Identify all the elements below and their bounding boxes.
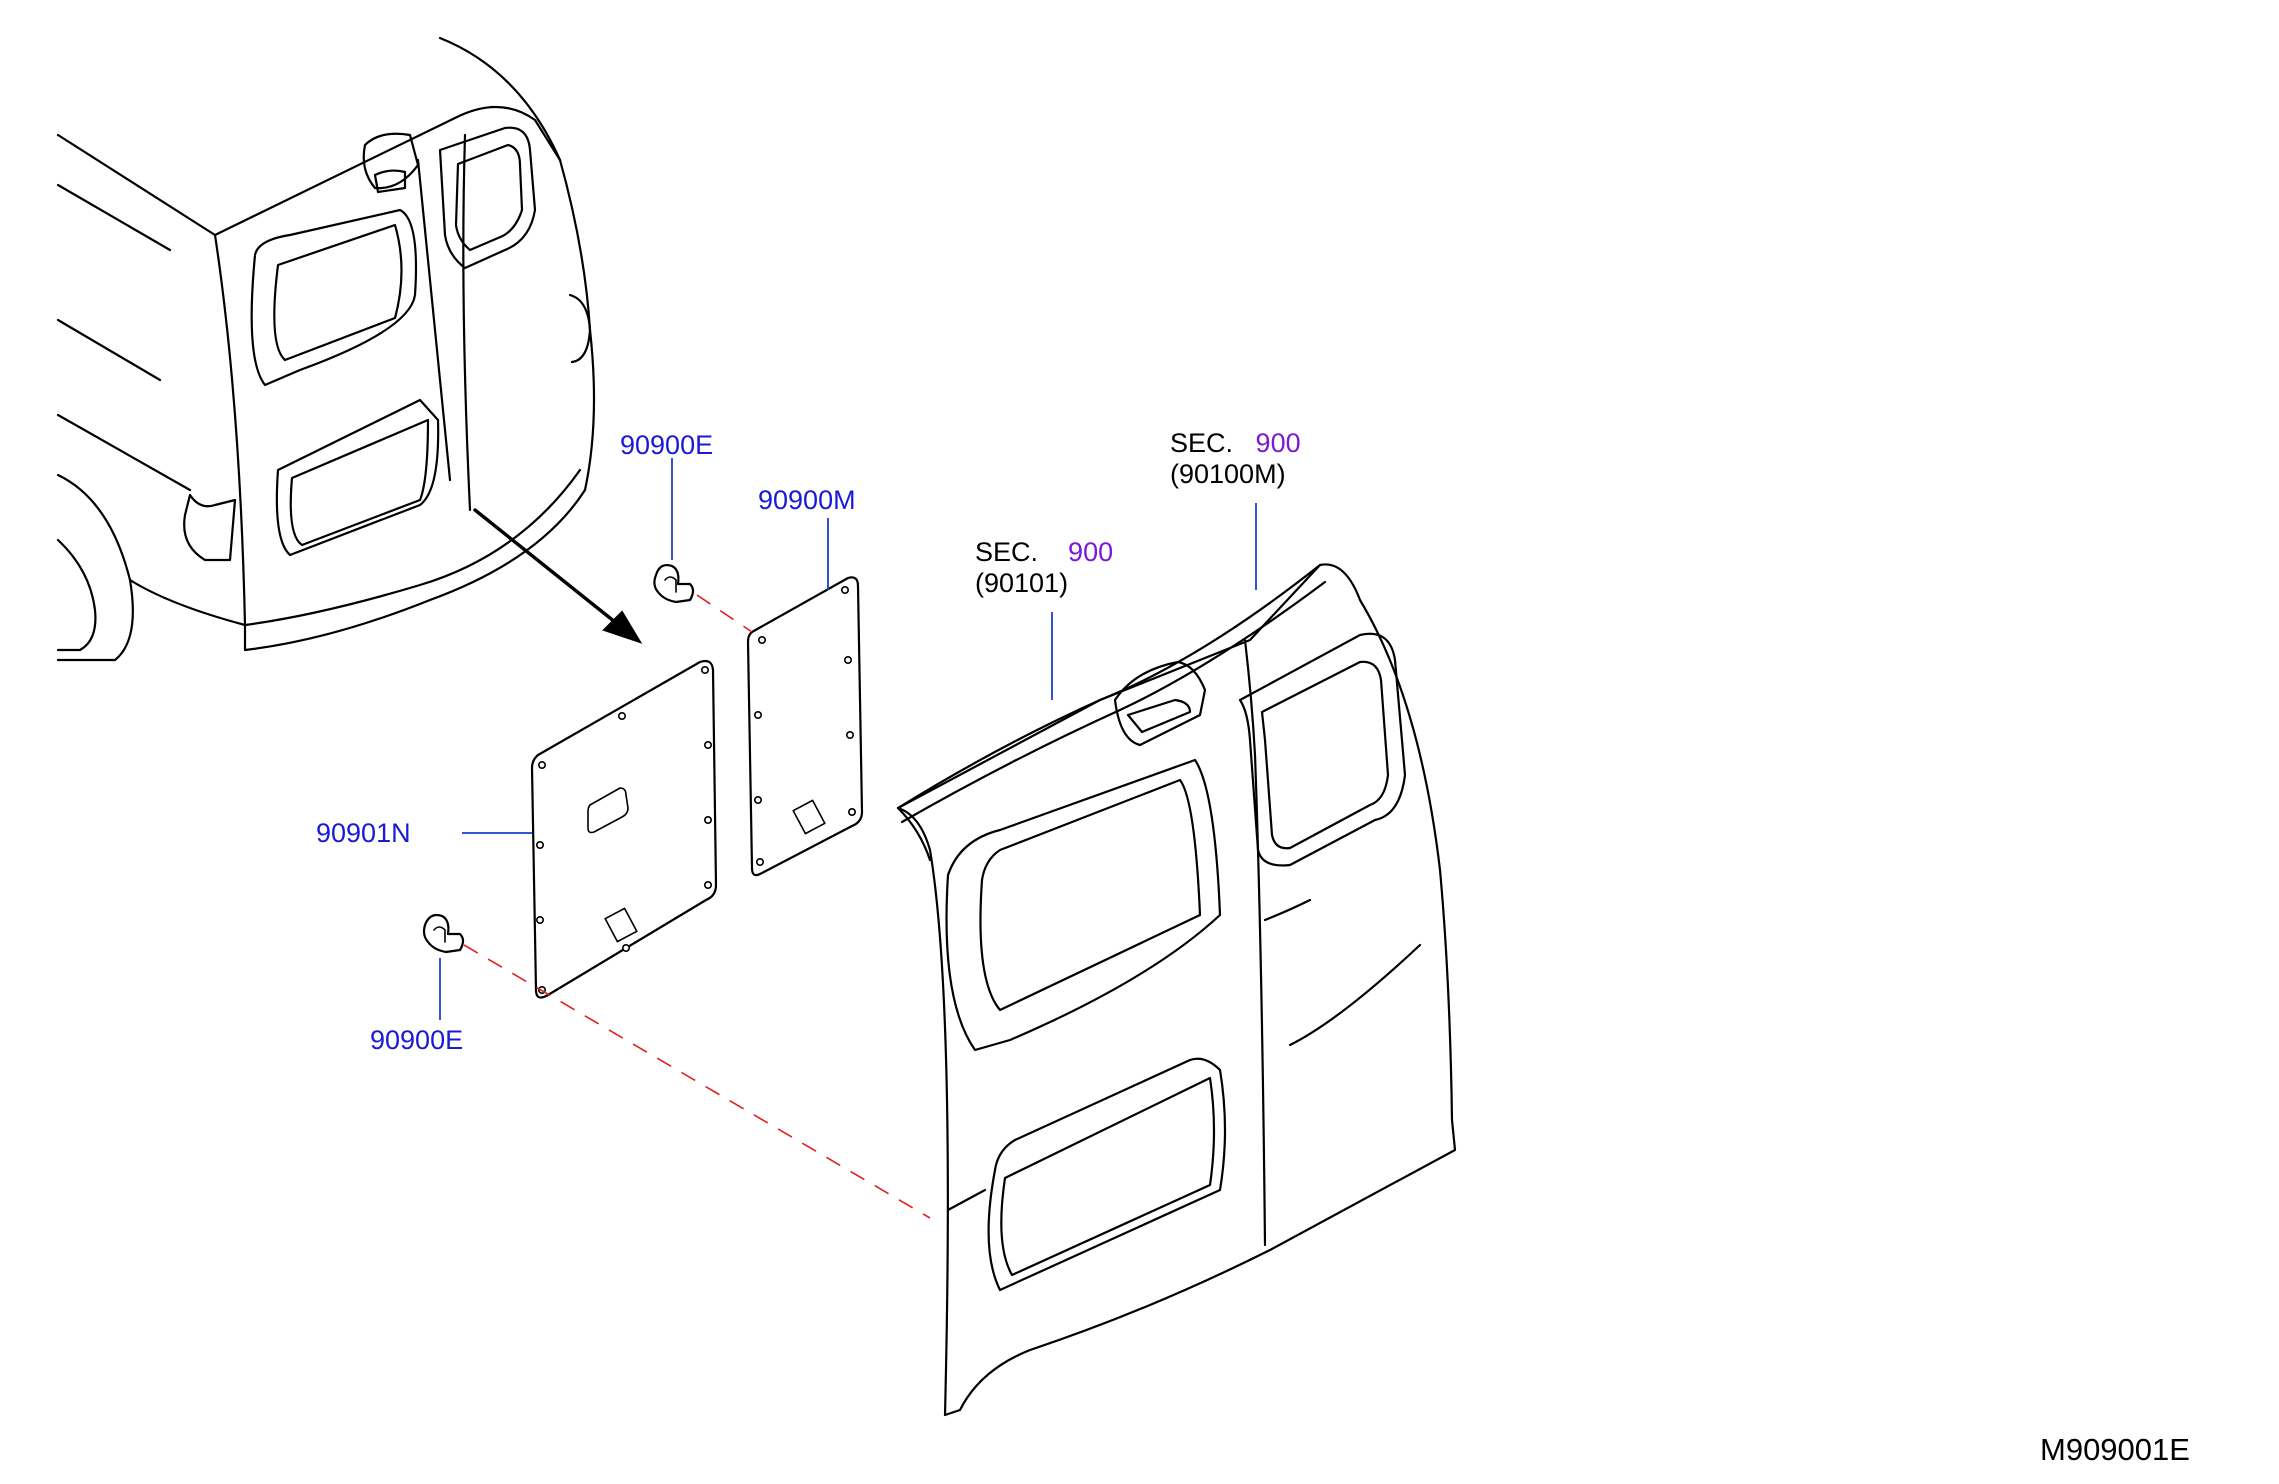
clip-lower xyxy=(422,913,465,954)
diagram-code: M909001E xyxy=(2040,1432,2190,1467)
finisher-panel-large xyxy=(530,659,718,999)
assembly-line-lower xyxy=(463,944,931,1219)
part-label-clip-lower: 90900E xyxy=(370,1025,464,1055)
section-word: SEC. xyxy=(1170,428,1234,458)
section-word: SEC. xyxy=(975,537,1039,567)
direction-arrow xyxy=(473,508,643,644)
part-label-finisher-large: 90901N xyxy=(316,818,411,848)
section-ref-trim: SEC. 900 (90100M) xyxy=(1170,428,1301,490)
section-number: 900 xyxy=(1255,428,1301,458)
finisher-panel-small xyxy=(746,576,864,877)
section-ref-door: SEC. 900 (90101) xyxy=(975,537,1113,599)
section-part-ref: (90100M) xyxy=(1170,459,1286,489)
assembly-line-upper xyxy=(696,594,753,633)
back-door-illustration xyxy=(896,563,1457,1417)
van-rear-illustration xyxy=(56,36,596,662)
section-number: 900 xyxy=(1068,537,1114,567)
part-label-finisher-small: 90900M xyxy=(758,485,856,515)
part-label-clip-upper: 90900E xyxy=(620,430,714,460)
clip-upper xyxy=(653,563,695,604)
section-part-ref: (90101) xyxy=(975,568,1069,598)
